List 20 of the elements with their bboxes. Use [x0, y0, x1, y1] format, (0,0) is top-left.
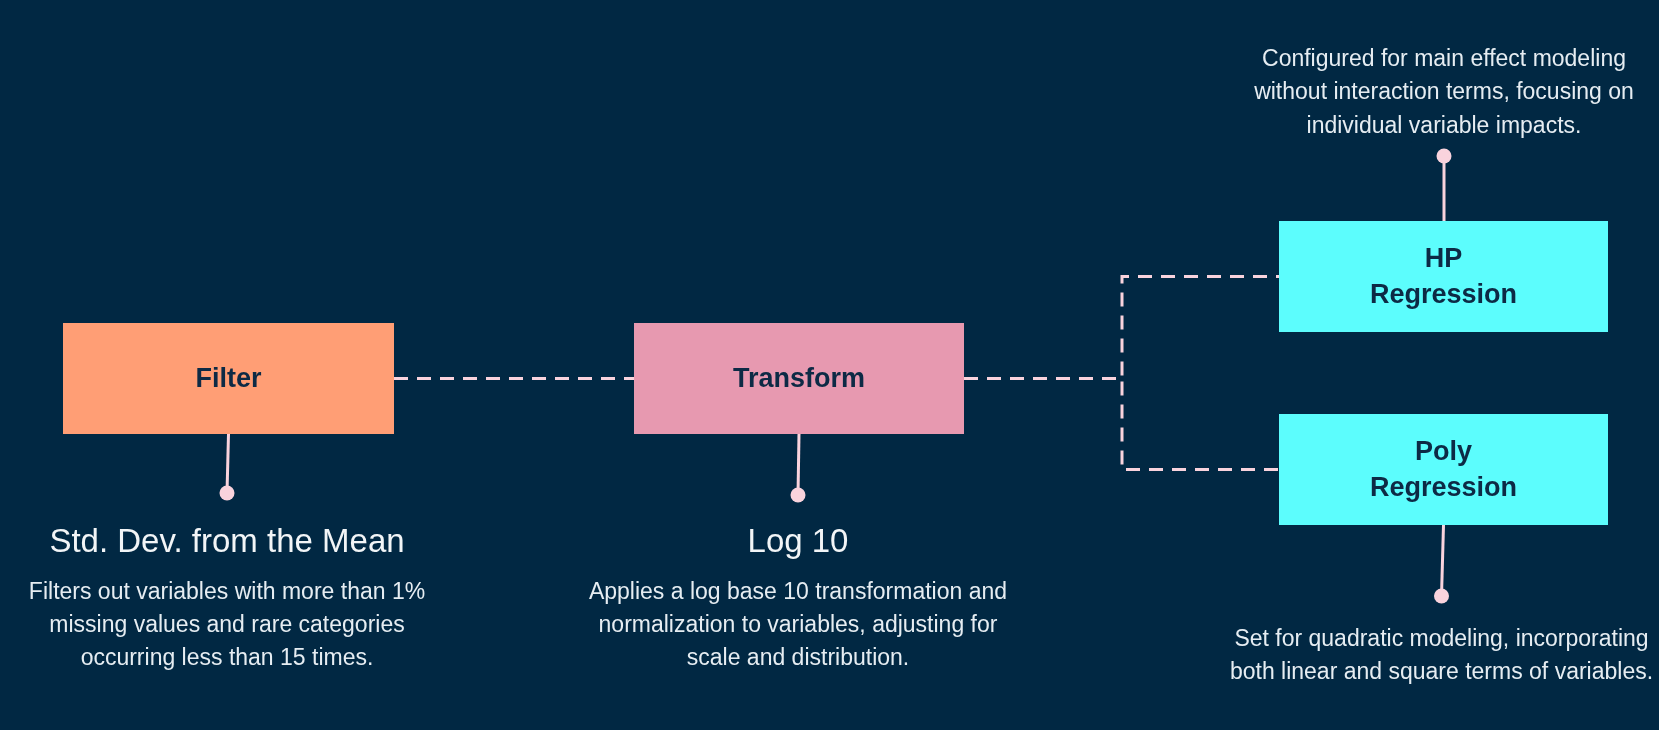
process-box — [634, 323, 964, 434]
description-text: Configured for main effect modeling without interaction terms, focusing on individual variable impacts. — [1253, 43, 1635, 140]
process-box — [1279, 414, 1608, 525]
description-text: Applies a log base 10 transformation and normalization to variables, adjusting for scale and distribution. — [587, 576, 1009, 673]
box-label: Poly Regression — [1368, 435, 1519, 504]
leader-line — [1434, 524, 1449, 604]
process-box — [63, 323, 394, 434]
box-label: Filter — [194, 361, 263, 395]
description-text: Set for quadratic modeling, incorporating both linear and square terms of variables. — [1228, 624, 1655, 687]
step-title: Std. Dev. from the Mean — [48, 521, 406, 561]
step-title: Log 10 — [746, 521, 850, 561]
box-label: Transform — [731, 361, 866, 395]
dashed-connector — [964, 377, 1279, 471]
leader-line — [790, 433, 806, 503]
description-text: Filters out variables with more than 1% missing values and rare categories occurring less than 15 times. — [27, 576, 427, 673]
leader-line — [1436, 148, 1452, 221]
dashed-connector — [394, 377, 634, 380]
process-box — [1279, 221, 1608, 332]
box-label: HP Regression — [1368, 242, 1519, 311]
leader-line — [219, 433, 235, 501]
